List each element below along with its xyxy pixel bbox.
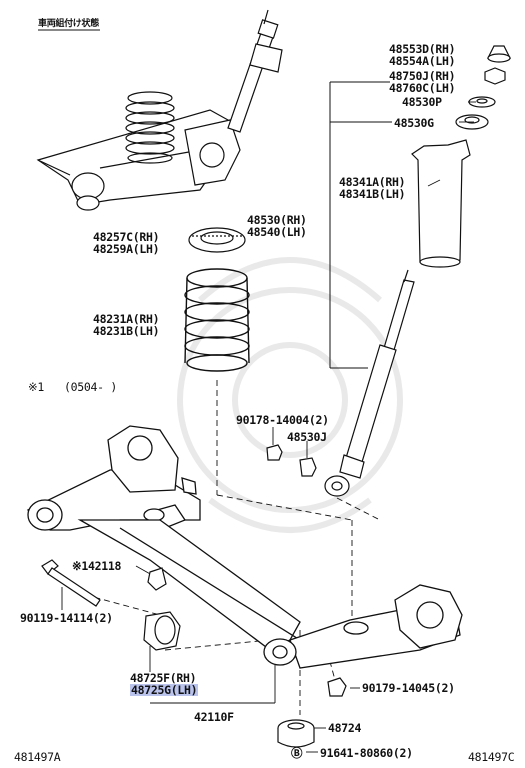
part-48231A[interactable]: 48231A(RH) (93, 312, 160, 326)
note-range: (0504- ) (64, 380, 117, 394)
part-90119[interactable]: 90119-14114(2) (20, 611, 113, 625)
part-48259A[interactable]: 48259A(LH) (93, 242, 160, 256)
part-42118[interactable]: ※142118 (72, 559, 122, 573)
upper-mount-parts (324, 45, 511, 497)
part-48760C[interactable]: 48760C(LH) (389, 81, 456, 95)
part-42110F[interactable]: 42110F (194, 710, 234, 724)
watermark-emblem (177, 257, 403, 533)
coil-spring (184, 268, 250, 372)
spring-insulator (188, 227, 246, 253)
header-title: 車両組付け状態 (38, 19, 99, 29)
part-48725F[interactable]: 48725F(RH) (130, 671, 197, 685)
part-48341A[interactable]: 48341A(RH) (339, 175, 406, 189)
part-48257C[interactable]: 48257C(RH) (93, 230, 160, 244)
leader-lines (61, 101, 476, 753)
part-48341B[interactable]: 48341B(LH) (339, 187, 406, 201)
part-91641[interactable]: 91641-80860(2) (320, 746, 413, 760)
part-48553D[interactable]: 48553D(RH) (389, 42, 456, 56)
note-marker: ※1 (28, 380, 44, 394)
part-90178[interactable]: 90178-14004(2) (236, 413, 329, 427)
bolt-marker-b: Ⓑ (291, 746, 303, 760)
rear-axle-beam (26, 425, 463, 669)
part-48724[interactable]: 48724 (328, 721, 362, 735)
part-48750J[interactable]: 48750J(RH) (389, 69, 456, 83)
part-48540[interactable]: 48540(LH) (247, 225, 307, 239)
part-90179[interactable]: 90179-14045(2) (362, 681, 455, 695)
part-48725G[interactable]: 48725G(LH) (130, 683, 199, 697)
diagram-code-left: 481497A (14, 750, 61, 764)
part-48530P[interactable]: 48530P (402, 95, 442, 109)
part-48530[interactable]: 48530(RH) (247, 213, 307, 227)
part-48530J[interactable]: 48530J (287, 430, 327, 444)
diagram-code-right: 481497C (468, 750, 515, 764)
part-48231B[interactable]: 48231B(LH) (93, 324, 160, 338)
part-48554A[interactable]: 48554A(LH) (389, 54, 456, 68)
part-48530G[interactable]: 48530G (394, 116, 434, 130)
installed-assembly-view (36, 9, 283, 211)
kit-bracket-lines (329, 81, 392, 369)
fasteners (41, 444, 347, 748)
